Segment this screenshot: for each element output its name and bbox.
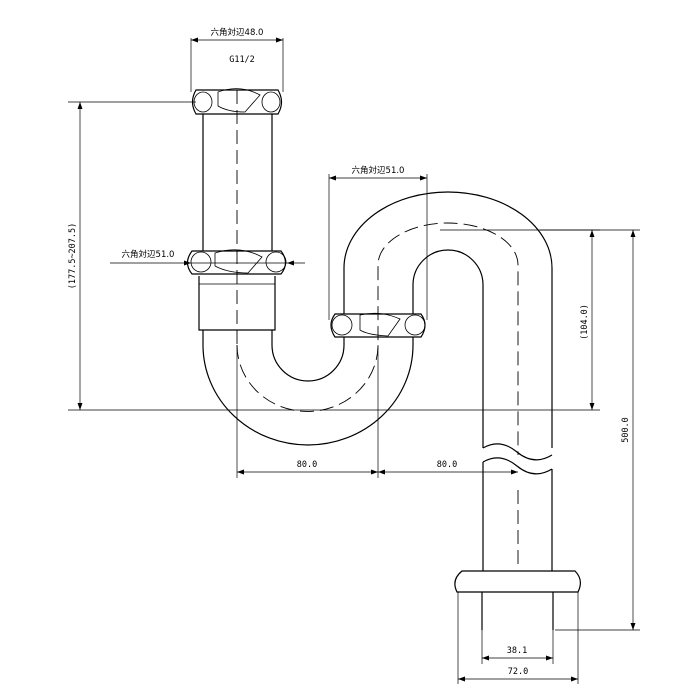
- trap-hex-label: 六角対辺51.0: [352, 165, 405, 176]
- inlet-tail-pipe: [202, 112, 273, 258]
- height-range-label: (177.5~207.5): [68, 223, 78, 290]
- thread-label: G11/2: [229, 55, 255, 65]
- dim-offsets: 80.0 80.0: [236, 345, 518, 478]
- dim-trap-depth: (104.0): [440, 229, 600, 410]
- dim-pipe-dia: 38.1: [481, 630, 554, 664]
- dim-flange-dia: 72.0: [457, 592, 579, 684]
- dim-mid-hex: 六角対辺51.0: [110, 249, 305, 266]
- total-height-label: 500.0: [621, 417, 631, 443]
- lower-u-bend: [202, 330, 414, 446]
- offset-left-label: 80.0: [297, 460, 317, 470]
- dim-total-height: 500.0: [540, 229, 640, 631]
- flange-dia-label: 72.0: [508, 667, 528, 677]
- pipe-break: [482, 443, 553, 475]
- offset-right-label: 80.0: [437, 460, 457, 470]
- trap-depth-label: (104.0): [580, 304, 590, 340]
- floor-flange: [454, 570, 581, 630]
- trap-hex-nut: [330, 312, 426, 338]
- middle-hex-nut: [186, 249, 287, 275]
- dim-height-range: (177.5~207.5): [68, 101, 600, 411]
- upper-u-bend: [343, 191, 553, 448]
- pipe-dia-label: 38.1: [507, 646, 527, 656]
- top-hex-label: 六角対辺48.0: [211, 27, 264, 38]
- center-lines: [236, 90, 519, 570]
- outlet-pipe: [482, 462, 553, 572]
- dim-top-hex: 六角対辺48.0: [190, 27, 284, 92]
- mid-hex-label: 六角対辺51.0: [122, 249, 175, 260]
- dim-trap-hex: 六角対辺51.0: [328, 165, 428, 320]
